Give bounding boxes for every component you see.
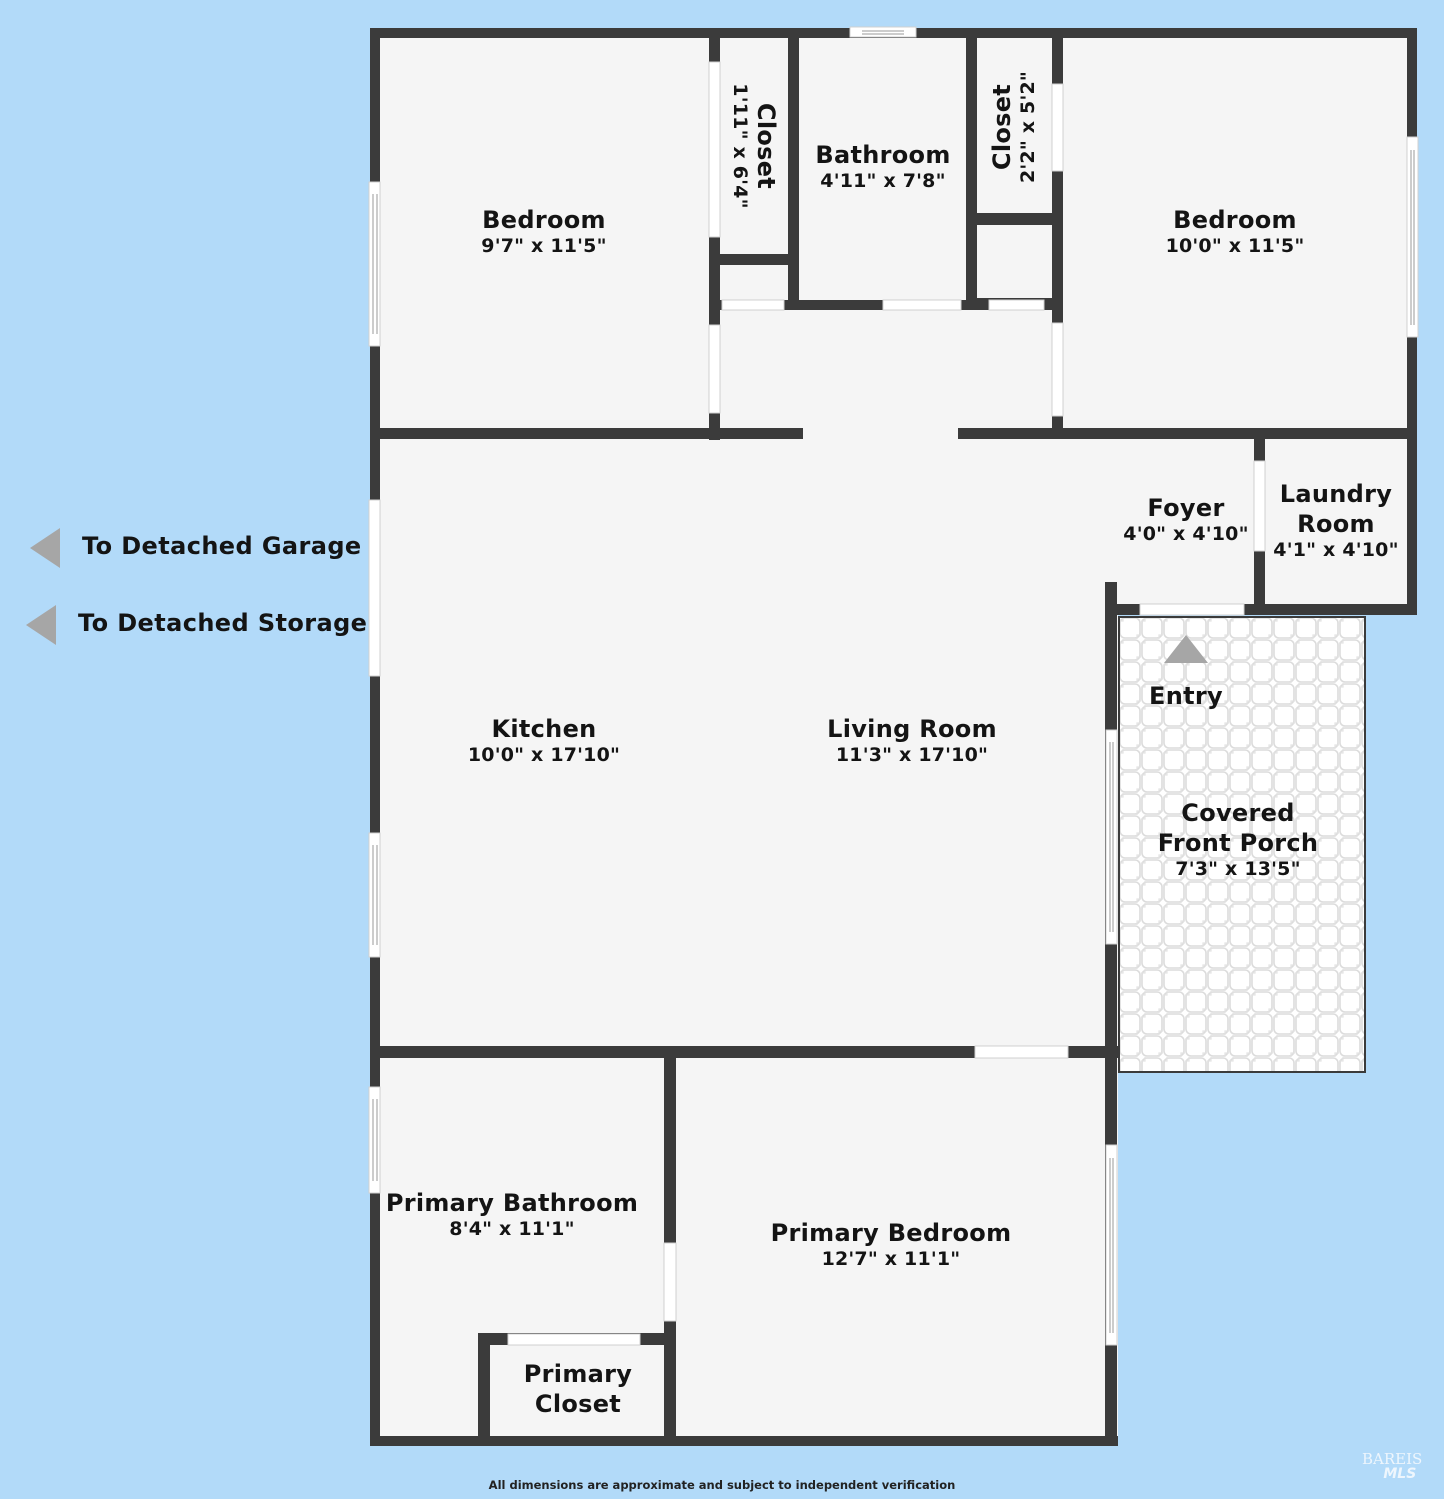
room-name: Primary xyxy=(523,1360,633,1388)
room-closet-1: Closet 1'11" x 6'4" xyxy=(727,83,781,208)
room-name: Bathroom xyxy=(815,141,951,170)
entry-arrow-icon xyxy=(1164,635,1208,663)
room-name: Closet xyxy=(751,102,780,190)
door-primary-closet xyxy=(507,1333,641,1346)
room-closet-2: Closet 2'2" x 5'2" xyxy=(987,71,1041,183)
openings xyxy=(368,26,1419,1346)
room-dims: 9'7" x 11'5" xyxy=(481,235,607,258)
window-living xyxy=(1105,729,1118,945)
room-name: Primary Bathroom xyxy=(385,1189,639,1218)
room-dims: 10'0" x 11'5" xyxy=(1165,235,1305,258)
door-bedroom-2 xyxy=(1051,322,1064,417)
room-name: Closet xyxy=(988,83,1017,171)
to-detached-storage-label: To Detached Storage xyxy=(78,609,368,637)
arrow-left-icon xyxy=(26,605,56,645)
disclaimer: All dimensions are approximate and subje… xyxy=(488,1478,956,1492)
room-foyer: Foyer 4'0" x 4'10" xyxy=(1123,493,1248,547)
window-bedroom-1 xyxy=(368,181,381,347)
room-name: Closet xyxy=(534,1390,622,1418)
door-garage xyxy=(368,499,381,677)
room-bedroom-2: Bedroom 10'0" x 11'5" xyxy=(1166,205,1305,259)
room-covered-front-porch: Covered Front Porch 7'3" x 13'5" xyxy=(1158,798,1319,882)
room-name: Foyer xyxy=(1147,494,1225,523)
room-dims: 10'0" x 17'10" xyxy=(467,744,621,767)
door-entry xyxy=(1139,603,1245,616)
arrow-left-icon xyxy=(30,528,60,568)
room-laundry: Laundry Room 4'1" x 4'10" xyxy=(1273,479,1398,563)
floor-areas xyxy=(370,28,1417,1446)
room-dims: 4'11" x 7'8" xyxy=(820,170,946,193)
window-primary-bath xyxy=(368,1086,381,1194)
watermark-line1: BAREIS xyxy=(1362,1450,1423,1468)
room-name: Bedroom xyxy=(1173,206,1297,235)
room-dims: 11'3" x 17'10" xyxy=(835,744,989,767)
to-detached-garage-label: To Detached Garage xyxy=(82,532,362,560)
room-name: Room xyxy=(1297,510,1375,539)
door-primary-bath xyxy=(663,1242,677,1322)
room-name: Covered xyxy=(1181,799,1295,828)
room-primary-bathroom: Primary Bathroom 8'4" x 11'1" xyxy=(386,1188,638,1242)
room-dims: 8'4" x 11'1" xyxy=(449,1218,575,1241)
room-dims: 4'1" x 4'10" xyxy=(1273,539,1399,562)
window-kitchen xyxy=(368,832,381,958)
room-dims: 12'7" x 11'1" xyxy=(821,1248,961,1271)
door-closet-1 xyxy=(708,61,721,238)
room-name: Primary Bedroom xyxy=(770,1219,1012,1248)
room-name: Laundry xyxy=(1279,480,1393,509)
entry-label: Entry xyxy=(1149,682,1223,710)
window-bedroom-2 xyxy=(1406,136,1419,338)
watermark-line2: MLS xyxy=(1383,1466,1417,1482)
room-bedroom-1: Bedroom 9'7" x 11'5" xyxy=(481,205,606,259)
door-primary-bedroom xyxy=(974,1045,1069,1059)
room-bathroom: Bathroom 4'11" x 7'8" xyxy=(815,140,950,194)
window-primary-bedroom xyxy=(1105,1144,1118,1346)
room-dims: 4'0" x 4'10" xyxy=(1123,523,1249,546)
door-closet-2-side xyxy=(1051,83,1064,172)
window-top-bathroom xyxy=(849,26,917,38)
room-name: Living Room xyxy=(827,715,997,744)
room-dims: 1'11" x 6'4" xyxy=(728,83,751,209)
door-laundry xyxy=(1253,460,1266,552)
porch-floor xyxy=(1118,616,1366,1073)
room-name: Kitchen xyxy=(491,715,597,744)
room-dims: 2'2" x 5'2" xyxy=(1017,71,1040,183)
room-name: Front Porch xyxy=(1157,829,1319,858)
mls-watermark-logo: BAREIS MLS xyxy=(1362,1452,1422,1482)
room-primary-closet: Primary Closet xyxy=(524,1359,632,1419)
door-bedroom-1 xyxy=(708,324,721,414)
room-name: Bedroom xyxy=(482,206,606,235)
door-bathroom xyxy=(882,299,962,311)
room-primary-bedroom: Primary Bedroom 12'7" x 11'1" xyxy=(771,1218,1012,1272)
room-living-room: Living Room 11'3" x 17'10" xyxy=(827,714,997,768)
door-closet-2 xyxy=(988,299,1045,311)
room-kitchen: Kitchen 10'0" x 17'10" xyxy=(468,714,620,768)
door-closet-1-bottom xyxy=(721,299,785,311)
room-dims: 7'3" x 13'5" xyxy=(1175,858,1301,881)
